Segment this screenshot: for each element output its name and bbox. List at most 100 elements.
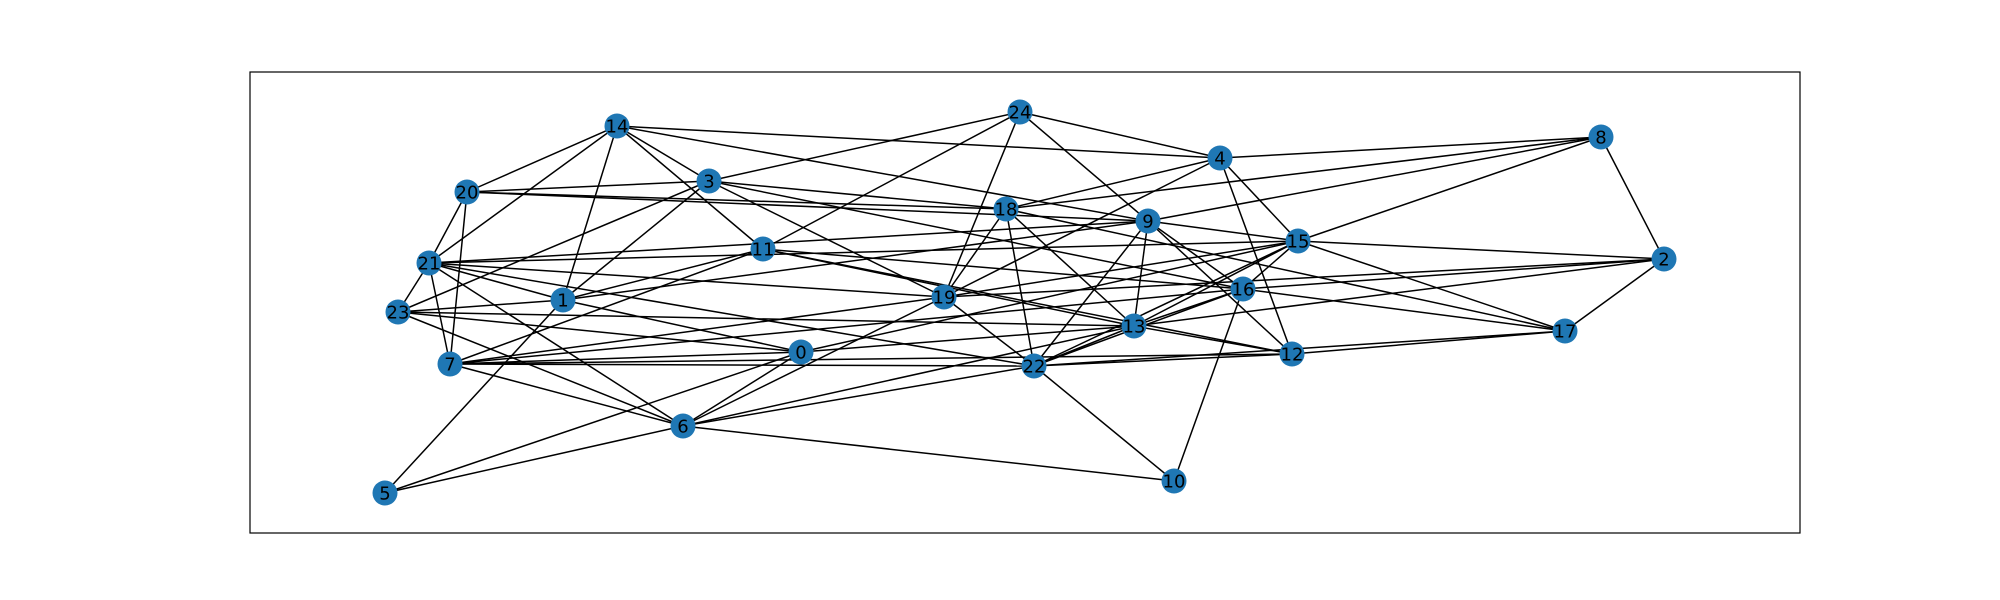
edge-16-17 [1242, 288, 1566, 332]
node-label-4: 4 [1214, 149, 1225, 170]
node-label-22: 22 [1023, 357, 1046, 378]
node-0: 0 [788, 339, 814, 365]
node-circle-5 [372, 480, 398, 506]
node-circle-13 [1121, 313, 1147, 339]
edge-20-18 [466, 191, 1007, 210]
edge-14-11 [616, 125, 764, 250]
edge-22-6 [682, 365, 1035, 427]
node-10: 10 [1161, 468, 1187, 494]
edge-9-13 [1133, 220, 1149, 327]
edge-18-22 [1005, 208, 1035, 367]
node-label-23: 23 [387, 303, 410, 324]
edge-14-3 [616, 125, 710, 182]
edge-15-19 [943, 240, 1299, 298]
edge-18-13 [1005, 208, 1135, 327]
edge-8-9 [1147, 136, 1602, 222]
node-label-7: 7 [444, 355, 455, 376]
edge-21-19 [428, 262, 945, 298]
edge-2-19 [943, 258, 1665, 298]
edge-0-7 [449, 351, 802, 365]
edge-15-13 [1133, 240, 1299, 327]
edge-12-22 [1033, 353, 1293, 367]
edge-18-19 [943, 208, 1007, 298]
edge-13-12 [1133, 325, 1293, 355]
edge-20-9 [466, 191, 1149, 222]
node-label-16: 16 [1232, 280, 1255, 301]
edge-24-9 [1019, 111, 1149, 222]
edge-14-9 [616, 125, 1149, 222]
edge-7-22 [449, 363, 1035, 367]
node-6: 6 [670, 413, 696, 439]
edge-21-6 [428, 262, 684, 427]
node-11: 11 [750, 236, 776, 262]
edge-19-22 [943, 296, 1035, 367]
edge-7-6 [449, 363, 684, 427]
node-circle-12 [1279, 341, 1305, 367]
node-14: 14 [604, 113, 630, 139]
node-label-11: 11 [752, 240, 775, 261]
edge-14-1 [562, 125, 618, 301]
node-label-3: 3 [703, 172, 714, 193]
edge-2-13 [1133, 258, 1665, 327]
node-circle-1 [550, 287, 576, 313]
edge-6-5 [384, 425, 684, 494]
node-circle-9 [1135, 208, 1161, 234]
edge-24-4 [1019, 111, 1221, 159]
node-1: 1 [550, 287, 576, 313]
node-circle-11 [750, 236, 776, 262]
node-23: 23 [385, 299, 411, 325]
node-2: 2 [1651, 246, 1677, 272]
edge-8-2 [1600, 136, 1665, 260]
edge-21-22 [428, 262, 1035, 367]
edge-1-0 [562, 299, 802, 353]
edge-11-12 [762, 248, 1293, 355]
edge-24-3 [708, 111, 1021, 182]
edge-3-18 [708, 180, 1007, 210]
node-circle-0 [788, 339, 814, 365]
edge-11-16 [762, 248, 1244, 290]
edge-21-1 [428, 262, 564, 301]
node-circle-6 [670, 413, 696, 439]
edge-4-18 [1005, 157, 1221, 210]
edge-20-21 [428, 191, 468, 264]
node-circle-19 [931, 284, 957, 310]
node-circle-24 [1007, 99, 1033, 125]
node-22: 22 [1021, 353, 1047, 379]
node-7: 7 [437, 351, 463, 377]
edge-13-22 [1033, 325, 1135, 367]
edge-24-11 [762, 111, 1021, 250]
node-label-14: 14 [606, 117, 629, 138]
edge-15-0 [800, 240, 1299, 353]
node-8: 8 [1588, 124, 1614, 150]
node-label-20: 20 [456, 183, 479, 204]
edge-24-19 [943, 111, 1021, 298]
node-18: 18 [993, 196, 1019, 222]
node-label-21: 21 [418, 254, 441, 275]
node-label-8: 8 [1595, 128, 1606, 149]
edge-1-5 [384, 299, 564, 494]
edge-13-6 [682, 325, 1135, 427]
node-label-6: 6 [677, 417, 688, 438]
node-label-0: 0 [795, 343, 806, 364]
node-label-1: 1 [557, 291, 568, 312]
edge-2-16 [1242, 258, 1665, 290]
edge-23-1 [397, 299, 564, 313]
node-circle-8 [1588, 124, 1614, 150]
edge-3-23 [397, 180, 710, 313]
node-circle-10 [1161, 468, 1187, 494]
edge-17-12 [1291, 330, 1566, 355]
edge-0-6 [682, 351, 802, 427]
edge-16-10 [1173, 288, 1244, 482]
edge-0-5 [384, 351, 802, 494]
node-label-10: 10 [1163, 472, 1186, 493]
edge-9-21 [428, 220, 1149, 264]
node-label-24: 24 [1009, 103, 1032, 124]
node-16: 16 [1230, 276, 1256, 302]
node-4: 4 [1207, 145, 1233, 171]
edge-23-6 [397, 311, 684, 427]
edge-4-19 [943, 157, 1221, 298]
edge-14-20 [466, 125, 618, 193]
node-circle-14 [604, 113, 630, 139]
